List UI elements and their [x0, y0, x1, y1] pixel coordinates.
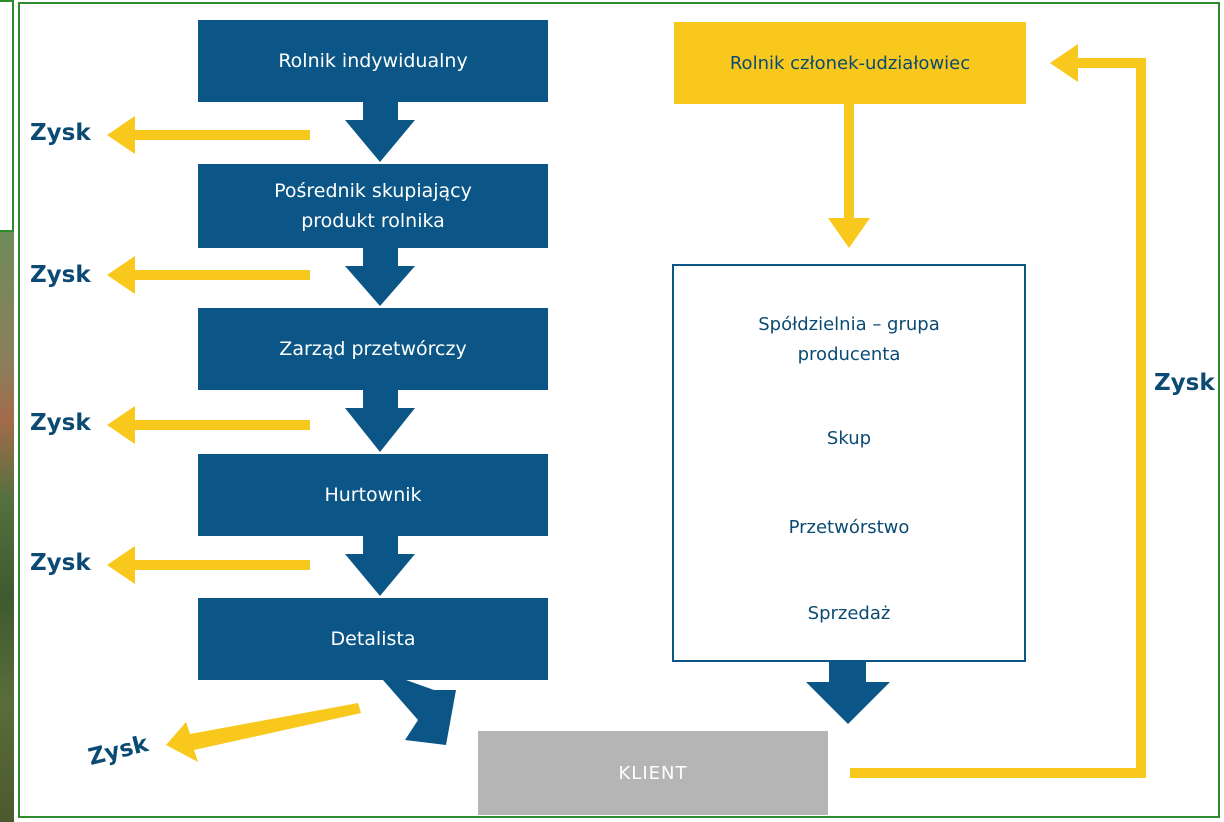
- box-rolnik-czlonek: Rolnik członek-udziałowiec: [674, 22, 1026, 104]
- coop-item-przetworstwo: Przetwórstwo: [788, 517, 910, 538]
- profit-arrow-shaft-1: [132, 130, 310, 140]
- flow-arrow-3: [345, 390, 415, 452]
- profit-arrow-5: [166, 703, 361, 762]
- coop-panel: Spółdzielnia – grupa producenta Skup Prz…: [672, 264, 1026, 662]
- member-down-shaft: [844, 103, 854, 221]
- profit-arrow-shaft-4: [132, 560, 310, 570]
- return-bottom: [850, 768, 1146, 778]
- profit-arrow-shaft-2: [132, 270, 310, 280]
- flow-arrow-detalista-to-klient: [383, 680, 456, 745]
- return-right: [1136, 58, 1146, 778]
- zysk-label-2: Zysk: [30, 262, 91, 288]
- profit-arrow-shaft-3: [132, 420, 310, 430]
- flow-arrow-2: [345, 248, 415, 306]
- flow-arrow-4: [345, 536, 415, 596]
- flow-arrow-1: [345, 102, 415, 162]
- zysk-label-1: Zysk: [30, 120, 91, 146]
- profit-arrow-head-4: [107, 546, 135, 584]
- member-down-head: [828, 218, 870, 248]
- client-box: KLIENT: [478, 731, 828, 815]
- profit-arrow-head-2: [107, 256, 135, 294]
- flow-arrow-coop-to-klient: [806, 662, 890, 724]
- coop-item-skup: Skup: [826, 428, 872, 449]
- box-rolnik-indywidualny: Rolnik indywidualny: [198, 20, 548, 102]
- box-posrednik: Pośrednik skupiający produkt rolnika: [198, 164, 548, 248]
- return-head: [1050, 44, 1078, 82]
- left-panel-frame: [0, 0, 14, 232]
- coop-item-sprzedaz: Sprzedaż: [807, 603, 891, 624]
- background-photo: [0, 232, 14, 822]
- profit-arrow-head-1: [107, 116, 135, 154]
- box-hurtownik: Hurtownik: [198, 454, 548, 536]
- profit-arrow-head-3: [107, 406, 135, 444]
- coop-item-spoldzielnia: Spółdzielnia – grupa producenta: [758, 314, 940, 365]
- zysk-label-4: Zysk: [30, 550, 91, 576]
- box-zarzad: Zarząd przetwórczy: [198, 308, 548, 390]
- box-detalista: Detalista: [198, 598, 548, 680]
- zysk-label-3: Zysk: [30, 410, 91, 436]
- zysk-label-return: Zysk: [1154, 370, 1215, 396]
- return-top: [1076, 58, 1146, 68]
